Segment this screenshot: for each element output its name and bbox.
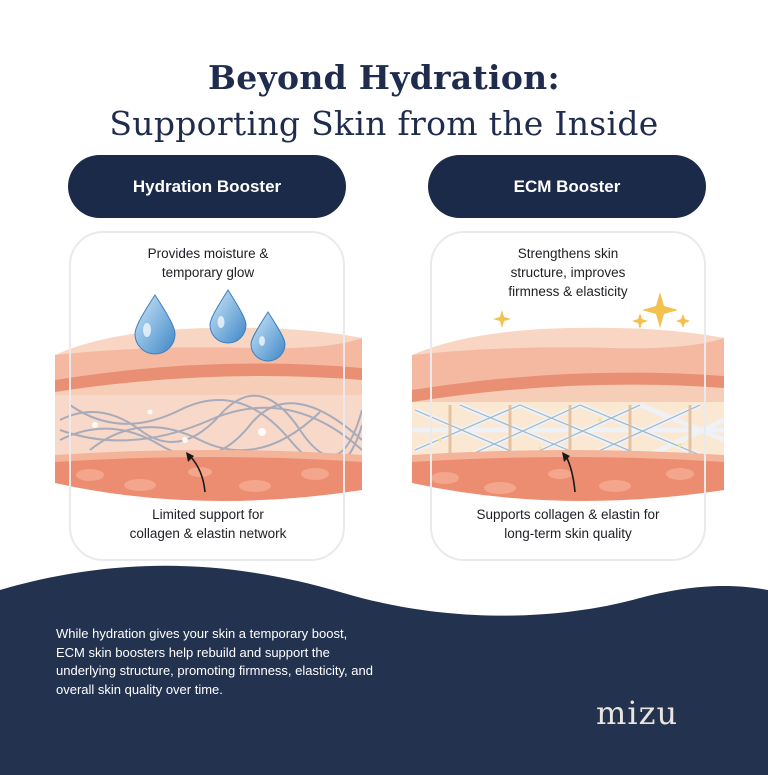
caption-line: Provides moisture & [147,246,269,261]
page-title-line-1: Beyond Hydration: [208,58,560,97]
ecm-bottom-caption: Supports collagen & elastin for long-ter… [430,505,706,543]
footer-wave [0,565,768,775]
caption-line: firmness & elasticity [508,284,628,299]
caption-line: Strengthens skin [517,246,619,261]
caption-line: long-term skin quality [504,526,632,541]
arrow-icon [189,455,206,493]
caption-line: collagen & elastin network [129,526,287,541]
caption-line: Supports collagen & elastin for [476,507,660,522]
hydration-top-caption: Provides moisture & temporary glow [70,244,346,282]
sparkle-icon [493,292,690,329]
page-title-line-2: Supporting Skin from the Inside [109,104,659,143]
footer-line: While hydration gives your skin a tempor… [56,626,348,641]
arrow-head-icon [186,452,194,462]
caption-line: Limited support for [152,507,264,522]
footer-line: overall skin quality over time. [56,681,223,697]
hydration-skin-block [55,327,362,501]
water-drop-icon [209,289,247,344]
ecm-frame [430,231,706,561]
hydration-bottom-caption: Limited support for collagen & elastin n… [70,505,346,543]
footer-line: underlying structure, promoting firmness… [56,663,373,678]
caption-line: structure, improves [510,265,626,280]
caption-line: temporary glow [161,265,255,280]
ecm-skin-block [412,327,724,501]
hydration-frame [69,231,345,561]
hydration-booster-label: Hydration Booster [68,155,346,218]
footer-description: While hydration gives your skin a tempor… [56,625,416,699]
ecm-top-caption: Strengthens skin structure, improves fir… [430,244,706,301]
water-drop-icon [134,294,176,355]
ecm-booster-label: ECM Booster [428,155,706,218]
water-drop-icon [250,311,286,362]
arrow-head-icon [562,452,570,462]
mizu-logo: mizu [596,694,679,732]
footer-line: ECM skin boosters help rebuild and suppo… [56,644,330,660]
